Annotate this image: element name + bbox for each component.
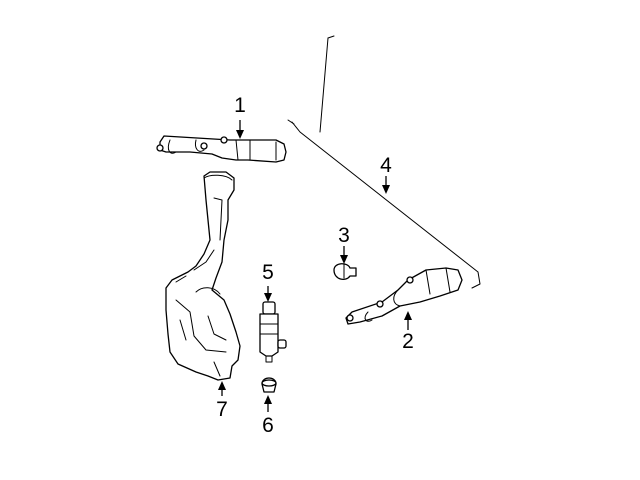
callout-arrowhead-7 bbox=[218, 381, 226, 390]
callout-label-3: 3 bbox=[338, 224, 350, 247]
callout-arrowhead-6 bbox=[264, 395, 272, 404]
washer-pump bbox=[259, 301, 287, 363]
callout-arrowhead-4 bbox=[382, 185, 390, 194]
callout-arrows bbox=[218, 120, 412, 412]
pump-grommet bbox=[261, 377, 277, 393]
washer-hose-line bbox=[287, 35, 481, 289]
grommet-clip bbox=[333, 263, 357, 281]
callout-label-2: 2 bbox=[402, 330, 414, 353]
callout-label-7: 7 bbox=[216, 398, 228, 421]
washer-reservoir bbox=[165, 171, 241, 381]
callout-label-5: 5 bbox=[262, 261, 274, 284]
headlamp-washer-nozzle-left bbox=[156, 135, 287, 163]
callout-labels: 1 2 3 4 5 6 7 bbox=[216, 94, 414, 437]
callout-label-4: 4 bbox=[380, 154, 392, 177]
callout-label-6: 6 bbox=[262, 414, 274, 437]
headlamp-washer-nozzle-right bbox=[345, 267, 463, 325]
callout-arrowhead-5 bbox=[264, 293, 272, 302]
callout-arrowhead-3 bbox=[340, 255, 348, 264]
callout-arrowhead-1 bbox=[236, 130, 244, 139]
callout-arrowhead-2 bbox=[404, 311, 412, 320]
callout-label-1: 1 bbox=[234, 94, 246, 117]
